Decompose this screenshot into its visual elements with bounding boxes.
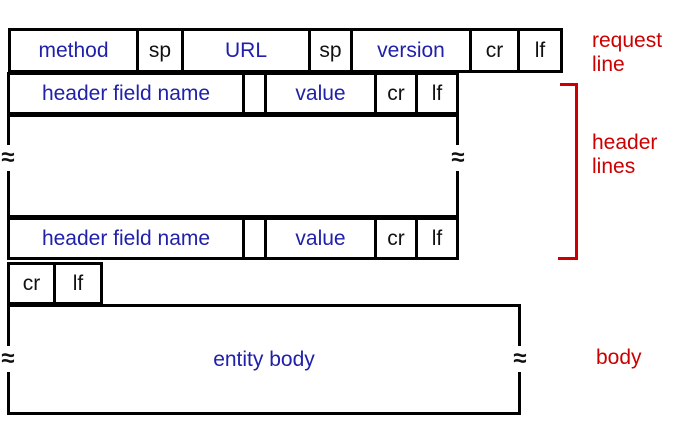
value-cell: value xyxy=(264,75,374,112)
lf-cell: lf xyxy=(53,265,100,302)
method-cell: method xyxy=(38,38,109,62)
request-line-row: method sp URL sp version cr lf xyxy=(8,28,563,73)
sp-cell: sp xyxy=(308,31,350,70)
spacer-cell xyxy=(242,75,264,112)
cr-cell: cr xyxy=(374,75,415,112)
blank-line-row: cr lf xyxy=(7,262,103,305)
header-line-row: header field name value cr lf xyxy=(7,217,459,260)
value-cell: value xyxy=(264,220,374,257)
annotation-line: header xyxy=(592,131,658,154)
annotation-line: request xyxy=(592,29,663,52)
break-mark-icon: ≈ xyxy=(512,345,528,372)
lf-cell: lf xyxy=(415,220,456,257)
break-mark-icon: ≈ xyxy=(450,144,466,171)
sp-cell: sp xyxy=(136,31,181,70)
version-cell: version xyxy=(350,31,469,70)
url-cell: URL xyxy=(181,31,308,70)
header-lines-bracket-bottom xyxy=(558,257,578,260)
lf-cell: lf xyxy=(415,75,456,112)
header-line-row: header field name value cr lf xyxy=(7,72,459,115)
break-mark-icon: ≈ xyxy=(0,345,16,372)
cr-cell: cr xyxy=(469,31,517,70)
cr-cell: cr xyxy=(374,220,415,257)
annotation-line: lines xyxy=(592,155,636,178)
spacer-cell xyxy=(242,220,264,257)
cr-cell: cr xyxy=(22,271,41,295)
entity-body-box: entity body xyxy=(7,304,521,415)
header-lines-bracket-stem xyxy=(575,83,578,260)
header-field-name-cell: header field name xyxy=(41,81,211,105)
body-annotation: body xyxy=(596,346,642,369)
annotation-line: line xyxy=(592,53,625,76)
header-field-name-cell: header field name xyxy=(41,226,211,250)
break-mark-icon: ≈ xyxy=(0,144,16,171)
header-lines-continuation-box xyxy=(7,114,459,218)
header-lines-annotation: header lines xyxy=(592,131,657,179)
request-line-annotation: request line xyxy=(592,29,662,77)
header-lines-bracket-top xyxy=(560,83,578,86)
lf-cell: lf xyxy=(517,31,560,70)
